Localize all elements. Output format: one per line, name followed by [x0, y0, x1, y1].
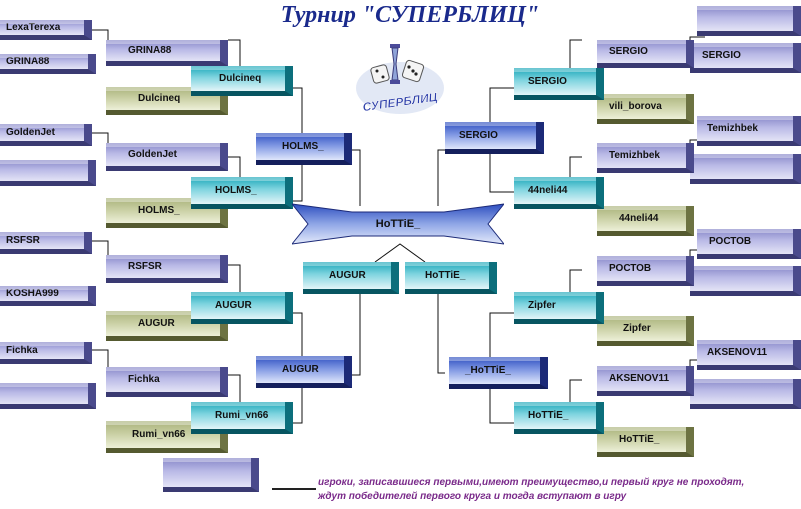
final-banner-shape — [292, 203, 504, 245]
right-r3-slot-4: HoTTiE_ — [514, 402, 604, 434]
right-r1-slot-3: Temizhbek — [697, 116, 801, 146]
left-r1-slot-8 — [0, 383, 96, 409]
right-r1-slot-7: AKSENOV11 — [697, 340, 801, 370]
right-r4-slot-2: _HoTTiE_ — [449, 357, 548, 389]
left-r2-slot-3: GoldenJet — [106, 143, 228, 171]
left-r1-slot-6: KOSHA999 — [0, 286, 96, 306]
left-r2-slot-1: GRINA88 — [106, 40, 228, 66]
left-r3-slot-2: HOLMS_ — [191, 177, 293, 209]
right-r1-slot-4 — [690, 154, 801, 184]
final-winner-banner: HoTTiE_ — [292, 202, 504, 246]
left-r1-slot-1: LexaTerexa — [0, 20, 92, 40]
left-extra-slot — [163, 458, 259, 492]
right-r2-slot-3: Temizhbek — [597, 143, 694, 173]
right-r3-slot-1: SERGIO — [514, 68, 604, 100]
left-r4-slot-2: AUGUR — [256, 356, 352, 388]
left-r1-slot-3: GoldenJet — [0, 124, 92, 146]
right-r1-slot-5: РОСТОВ — [697, 229, 801, 259]
rules-note: игроки, записавшиеся первыми,имеют преим… — [318, 476, 744, 504]
right-r2-slot-6: Zipfer — [597, 316, 694, 346]
left-r2-slot-5: RSFSR — [106, 255, 228, 283]
right-r4-slot-1: SERGIO — [445, 122, 544, 154]
superblitz-logo: СУПЕРБЛИЦ — [356, 44, 444, 114]
right-r3-slot-2: 44neli44 — [514, 177, 604, 209]
right-r2-slot-4: 44neli44 — [597, 206, 694, 236]
note-underline — [272, 488, 316, 490]
left-r3-slot-1: Dulcineq — [191, 66, 293, 96]
left-r1-slot-4 — [0, 160, 96, 186]
right-r1-slot-6 — [690, 266, 801, 296]
right-r1-slot-2: SERGIO — [690, 43, 801, 73]
right-r2-slot-5: РОСТОВ — [597, 256, 694, 286]
right-r1-slot-1 — [697, 6, 801, 36]
right-r2-slot-1: SERGIO — [597, 40, 694, 68]
semi-left: AUGUR — [303, 262, 399, 294]
left-r4-slot-1: HOLMS_ — [256, 133, 352, 165]
rules-note-line-2: ждут победителей первого круга и тогда в… — [318, 491, 627, 502]
left-r3-slot-3: AUGUR — [191, 292, 293, 324]
semi-right: HoTTiE_ — [405, 262, 497, 294]
left-r1-slot-7: Fichka — [0, 342, 92, 364]
left-r2-slot-7: Fichka — [106, 367, 228, 397]
tournament-title: Турнир "СУПЕРБЛИЦ" — [280, 2, 540, 28]
left-r1-slot-2: GRINA88 — [0, 54, 96, 74]
right-r1-slot-8 — [690, 379, 801, 409]
left-r3-slot-4: Rumi_vn66 — [191, 402, 293, 434]
right-r2-slot-7: AKSENOV11 — [597, 366, 694, 396]
left-r1-slot-5: RSFSR — [0, 232, 92, 254]
right-r2-slot-8: HoTTiE_ — [597, 427, 694, 457]
rules-note-line-1: игроки, записавшиеся первыми,имеют преим… — [318, 477, 745, 488]
right-r2-slot-2: vili_borova — [597, 94, 694, 124]
right-r3-slot-3: Zipfer — [514, 292, 604, 324]
final-winner-name: HoTTiE_ — [375, 218, 421, 230]
